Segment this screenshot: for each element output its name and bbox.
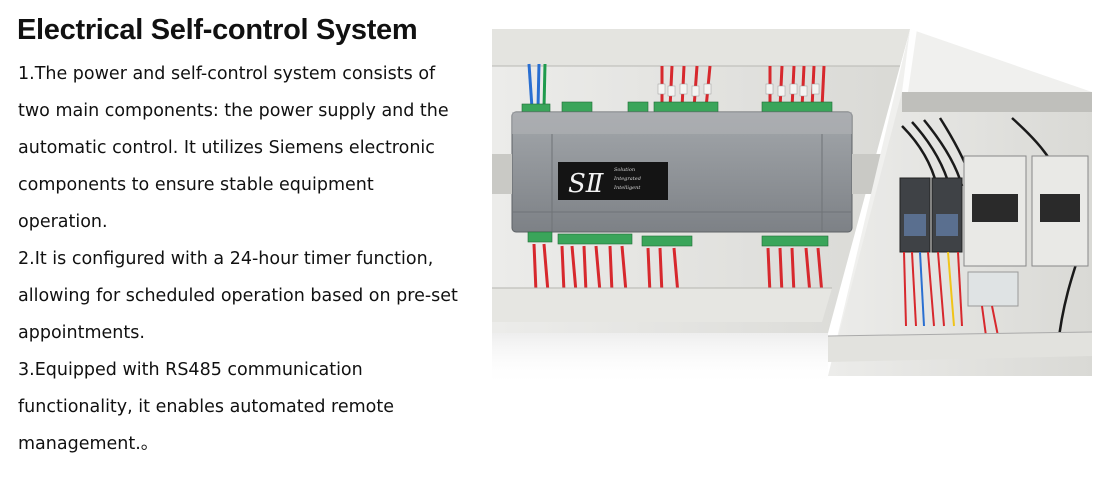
- wire-bundle-bottom: [532, 243, 824, 295]
- logo-caption: Intelligent: [613, 185, 641, 191]
- description-line: operation.: [18, 212, 108, 232]
- description-line: functionality, it enables automated remo…: [18, 397, 394, 417]
- description-line: automatic control. It utilizes Siemens e…: [18, 138, 435, 158]
- description-line: 2.It is configured with a 24-hour timer …: [18, 249, 434, 269]
- colored-wire-bundle: [903, 251, 999, 337]
- controller-logo-label: [558, 162, 668, 200]
- description-line: appointments.: [18, 323, 145, 343]
- description-text: 1.The power and self-control system cons…: [18, 56, 488, 463]
- description-line: 3.Equipped with RS485 communication: [18, 360, 363, 380]
- contactor-small: [899, 177, 963, 253]
- terminal-block-bottom: [527, 231, 829, 247]
- description-line: components to ensure stable equipment: [18, 175, 374, 195]
- logo-caption: Solution: [614, 167, 635, 173]
- description-line: management.。: [18, 434, 159, 454]
- contactor-large: [963, 155, 1089, 307]
- controller-module-photo: SⅡ Solution Integrated Intelligent: [492, 29, 910, 333]
- page-title: Electrical Self-control System: [17, 14, 418, 46]
- controller-logo-text: SⅡ: [568, 169, 605, 199]
- description-line: 1.The power and self-control system cons…: [18, 64, 436, 84]
- logo-caption: Integrated: [613, 176, 641, 182]
- description-line: two main components: the power supply an…: [18, 101, 449, 121]
- product-photos: SⅡ Solution Integrated Intelligent: [492, 26, 1107, 386]
- contactor-panel-photo: [827, 29, 1093, 376]
- description-line: allowing for scheduled operation based o…: [18, 286, 458, 306]
